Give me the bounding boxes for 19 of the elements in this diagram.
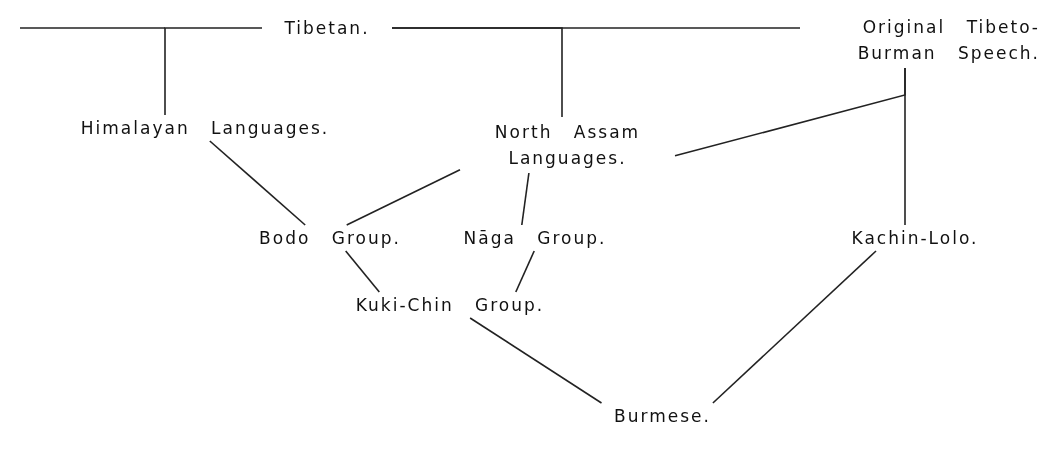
tree-line — [209, 140, 306, 226]
tree-line — [712, 250, 877, 404]
tree-line — [521, 172, 530, 226]
tree-line — [904, 67, 906, 226]
tree-line — [515, 250, 535, 293]
tree-line — [164, 27, 263, 116]
language-label: Tibetan. — [284, 17, 370, 40]
tree-line — [345, 169, 461, 226]
tree-line — [344, 250, 381, 293]
language-label: Bodo Group. — [259, 227, 401, 250]
language-label: Himalayan Languages. — [80, 117, 330, 140]
language-label: North Assam Languages. — [493, 121, 642, 170]
language-label: Kachin-Lolo. — [851, 227, 979, 250]
language-label: Kuki-Chin Group. — [355, 294, 545, 317]
language-label: Burmese. — [614, 405, 711, 428]
tree-line — [391, 27, 563, 118]
language-label: Original Tibeto-Burman Speech. — [856, 16, 1040, 65]
tree-line — [469, 317, 603, 404]
language-label: Nāga Group. — [463, 227, 607, 250]
